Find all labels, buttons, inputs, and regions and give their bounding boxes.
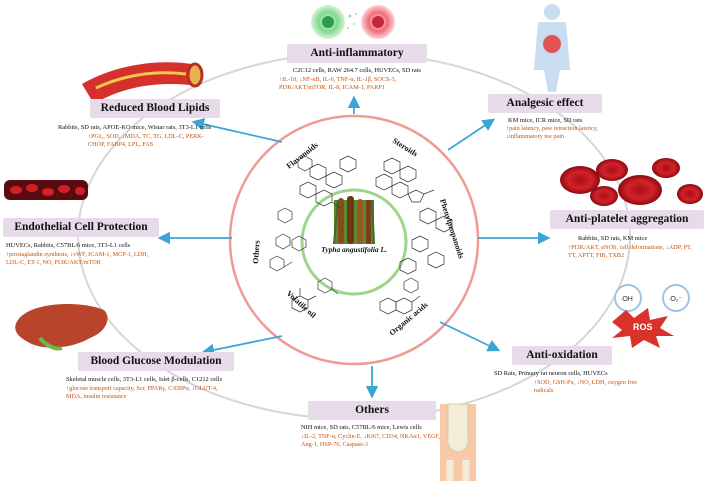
anti-platelet-effects: ↑PI3K/AKT, eNOS, cell deformations, ↓ADP… (568, 244, 692, 259)
steroid-structures (375, 157, 435, 203)
analgesic-title: Analgesic effect (488, 94, 602, 113)
radical-o2-label: ·O₂⁻ (668, 296, 682, 303)
blood-glucose-effects: ↑glucose transport capacity, Scr, PPARγ,… (66, 385, 218, 400)
arrow-anti-oxidation (439, 321, 501, 352)
ros-label: ROS (633, 322, 653, 332)
arrow-reduced-blood-lipids (191, 118, 283, 143)
arrow-analgesic (447, 118, 496, 151)
effect-arrows (157, 95, 551, 399)
volatile-oil-structures (291, 277, 339, 313)
others-models: NIH mice, SD rats, C57BL/6 mice, Lewis c… (301, 424, 422, 431)
blood-glucose-title: Blood Glucose Modulation (78, 352, 234, 371)
others-effects: ↓IL-2, TNF-α, Cyclin-E, ↓Ki67, CD34, NKA… (301, 433, 441, 448)
ros-icon: ·OH ·O₂⁻ ROS (612, 284, 690, 348)
arrow-blood-glucose (201, 335, 283, 357)
endothelial-effects: ↑prostaglandin synthesis, ↓vWF, ICAM-1, … (6, 251, 149, 266)
anti-platelet-title: Anti-platelet aggregation (550, 210, 704, 229)
anti-inflammatory-models: C2C12 cells, RAW 264.7 cells, HUVECs, SD… (292, 67, 422, 74)
anti-platelet-models: Rabbits, SD rats, KM mice (578, 235, 648, 242)
analgesic-models: KM mice, ICR mice, SD rats (508, 117, 583, 124)
reduced-blood-lipids-models: Rabbits, SD rats, APOE-KO mice, Wistar r… (58, 124, 212, 131)
phenylpropanoid-structures (399, 207, 453, 275)
organic-acid-structures (379, 277, 421, 315)
cells-icon (311, 5, 395, 39)
typha-plant-image (333, 196, 375, 245)
reduced-blood-lipids-effects: ↑PGI₂, SOD, ↓MDA, TC, TG, LDL-C, PERK-CH… (88, 133, 204, 148)
anti-oxidation-effects: ↑SOD, GSH-Px, ↓NO, LDH, oxygen free radi… (534, 379, 637, 394)
endothelial-title: Endothelial Cell Protection (3, 218, 159, 237)
reduced-blood-lipids-title: Reduced Blood Lipids (90, 99, 220, 118)
artery-icon (82, 62, 204, 104)
blood-vessel-icon (4, 180, 88, 200)
radical-oh-label: ·OH (620, 296, 633, 303)
body-pain-icon (534, 4, 570, 92)
anti-oxidation-title: Anti-oxidation (512, 346, 612, 365)
blood-glucose-models: Skeletal muscle cells, 3T3-L1 cells, Isl… (66, 376, 223, 383)
analgesic-effects: ↑pain latency, paw retraction latency, ↓… (506, 125, 598, 140)
knee-icon (440, 403, 476, 481)
anti-inflammatory-effects: ↑IL-10, ↓NF-κB, IL-6, TNF-α, IL-1β, SOCS… (279, 76, 397, 91)
anti-inflammatory-title: Anti-inflammatory (287, 44, 427, 63)
center-plant-name: Typha angustifolia L. (321, 245, 387, 254)
anti-oxidation-models: SD Rats, Primary rat neuron cells, HUVEC… (494, 370, 608, 377)
liver-icon (15, 304, 108, 351)
red-blood-cells-icon (560, 158, 703, 206)
endothelial-models: HUVECs, Rabbits, C57BL/6 mice, 3T3-L1 ce… (6, 242, 131, 249)
others-title: Others (308, 401, 436, 420)
other-compound-structures (269, 207, 307, 272)
flavonoid-structures (297, 155, 357, 209)
category-others: Others (251, 240, 262, 264)
